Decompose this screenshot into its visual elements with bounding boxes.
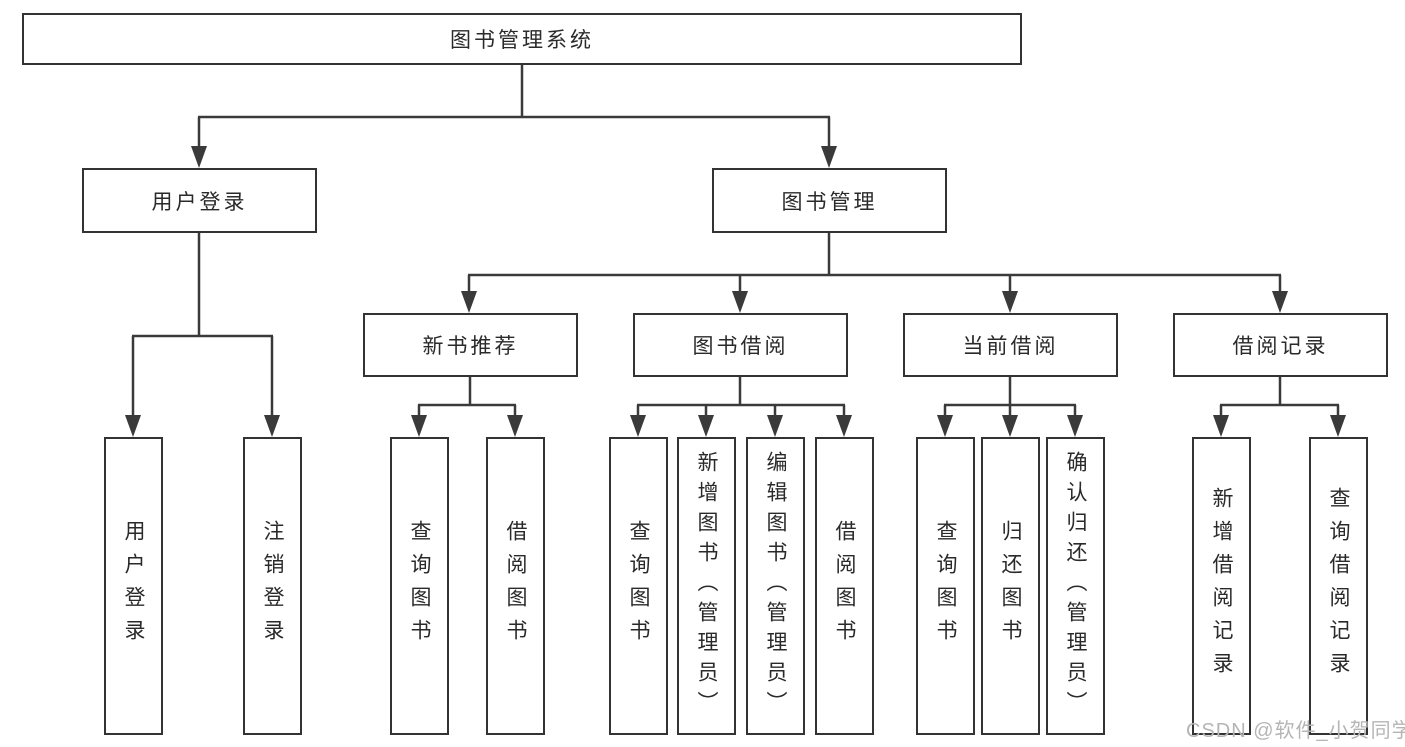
node-current-borrowing: 当前借阅 bbox=[903, 313, 1118, 377]
connector-book-mgmt-children bbox=[467, 233, 1282, 295]
leaf-add-borrow-record: 新增借阅记录 bbox=[1192, 437, 1251, 735]
node-new-book-recommendation: 新书推荐 bbox=[363, 313, 578, 377]
leaf-label: 归还图书 bbox=[999, 520, 1022, 652]
leaf-add-book-admin: 新增图书（管理员） bbox=[677, 437, 736, 735]
leaf-logout: 注销登录 bbox=[243, 437, 302, 735]
leaf-label: 新增图书（管理员） bbox=[695, 451, 718, 721]
connector-book-borrow-children bbox=[636, 377, 846, 419]
connector-user-login-children bbox=[131, 233, 274, 419]
leaf-label: 查询图书 bbox=[934, 520, 957, 652]
arrowheads-book-borrow-children bbox=[630, 415, 852, 437]
node-book-borrowing: 图书借阅 bbox=[633, 313, 848, 377]
connector-borrow-record-children bbox=[1219, 377, 1340, 419]
csdn-watermark: CSDN @软件_小贺同学 bbox=[1186, 720, 1405, 742]
leaf-label: 借阅图书 bbox=[833, 520, 856, 652]
arrowheads-level1 bbox=[191, 146, 837, 168]
leaf-edit-book-admin: 编辑图书（管理员） bbox=[746, 437, 805, 735]
node-user-login: 用户登录 bbox=[82, 168, 317, 233]
connector-current-borrow-children bbox=[943, 377, 1077, 419]
leaf-borrow-books-recommend: 借阅图书 bbox=[486, 437, 545, 735]
leaf-label: 查询借阅记录 bbox=[1327, 487, 1350, 685]
connector-new-book-children bbox=[417, 377, 517, 419]
node-book-management: 图书管理 bbox=[712, 168, 947, 233]
connector-root-to-level1 bbox=[197, 64, 831, 150]
leaf-label: 查询图书 bbox=[408, 520, 431, 652]
arrowheads-new-book-children bbox=[411, 415, 523, 437]
leaf-label: 新增借阅记录 bbox=[1210, 487, 1233, 685]
arrowheads-borrow-record-children bbox=[1213, 415, 1346, 437]
leaf-user-login: 用户登录 bbox=[104, 437, 163, 735]
leaf-borrow-books-borrowing: 借阅图书 bbox=[815, 437, 874, 735]
leaf-label: 确认归还（管理员） bbox=[1064, 451, 1087, 721]
leaf-label: 编辑图书（管理员） bbox=[764, 451, 787, 721]
leaf-return-books: 归还图书 bbox=[981, 437, 1040, 735]
arrowheads-book-mgmt-children bbox=[461, 291, 1288, 313]
leaf-label: 借阅图书 bbox=[504, 520, 527, 652]
arrowheads-current-borrow-children bbox=[937, 415, 1083, 437]
leaf-confirm-return-admin: 确认归还（管理员） bbox=[1046, 437, 1105, 735]
leaf-query-borrow-record: 查询借阅记录 bbox=[1309, 437, 1368, 735]
arrowheads-user-login-children bbox=[125, 415, 280, 437]
node-library-management-system: 图书管理系统 bbox=[22, 13, 1022, 65]
leaf-label: 用户登录 bbox=[122, 520, 145, 652]
leaf-label: 注销登录 bbox=[261, 520, 284, 652]
leaf-query-books-current: 查询图书 bbox=[916, 437, 975, 735]
leaf-query-books-borrowing: 查询图书 bbox=[609, 437, 668, 735]
node-borrowing-records: 借阅记录 bbox=[1173, 313, 1388, 377]
leaf-query-books-recommend: 查询图书 bbox=[390, 437, 449, 735]
leaf-label: 查询图书 bbox=[627, 520, 650, 652]
